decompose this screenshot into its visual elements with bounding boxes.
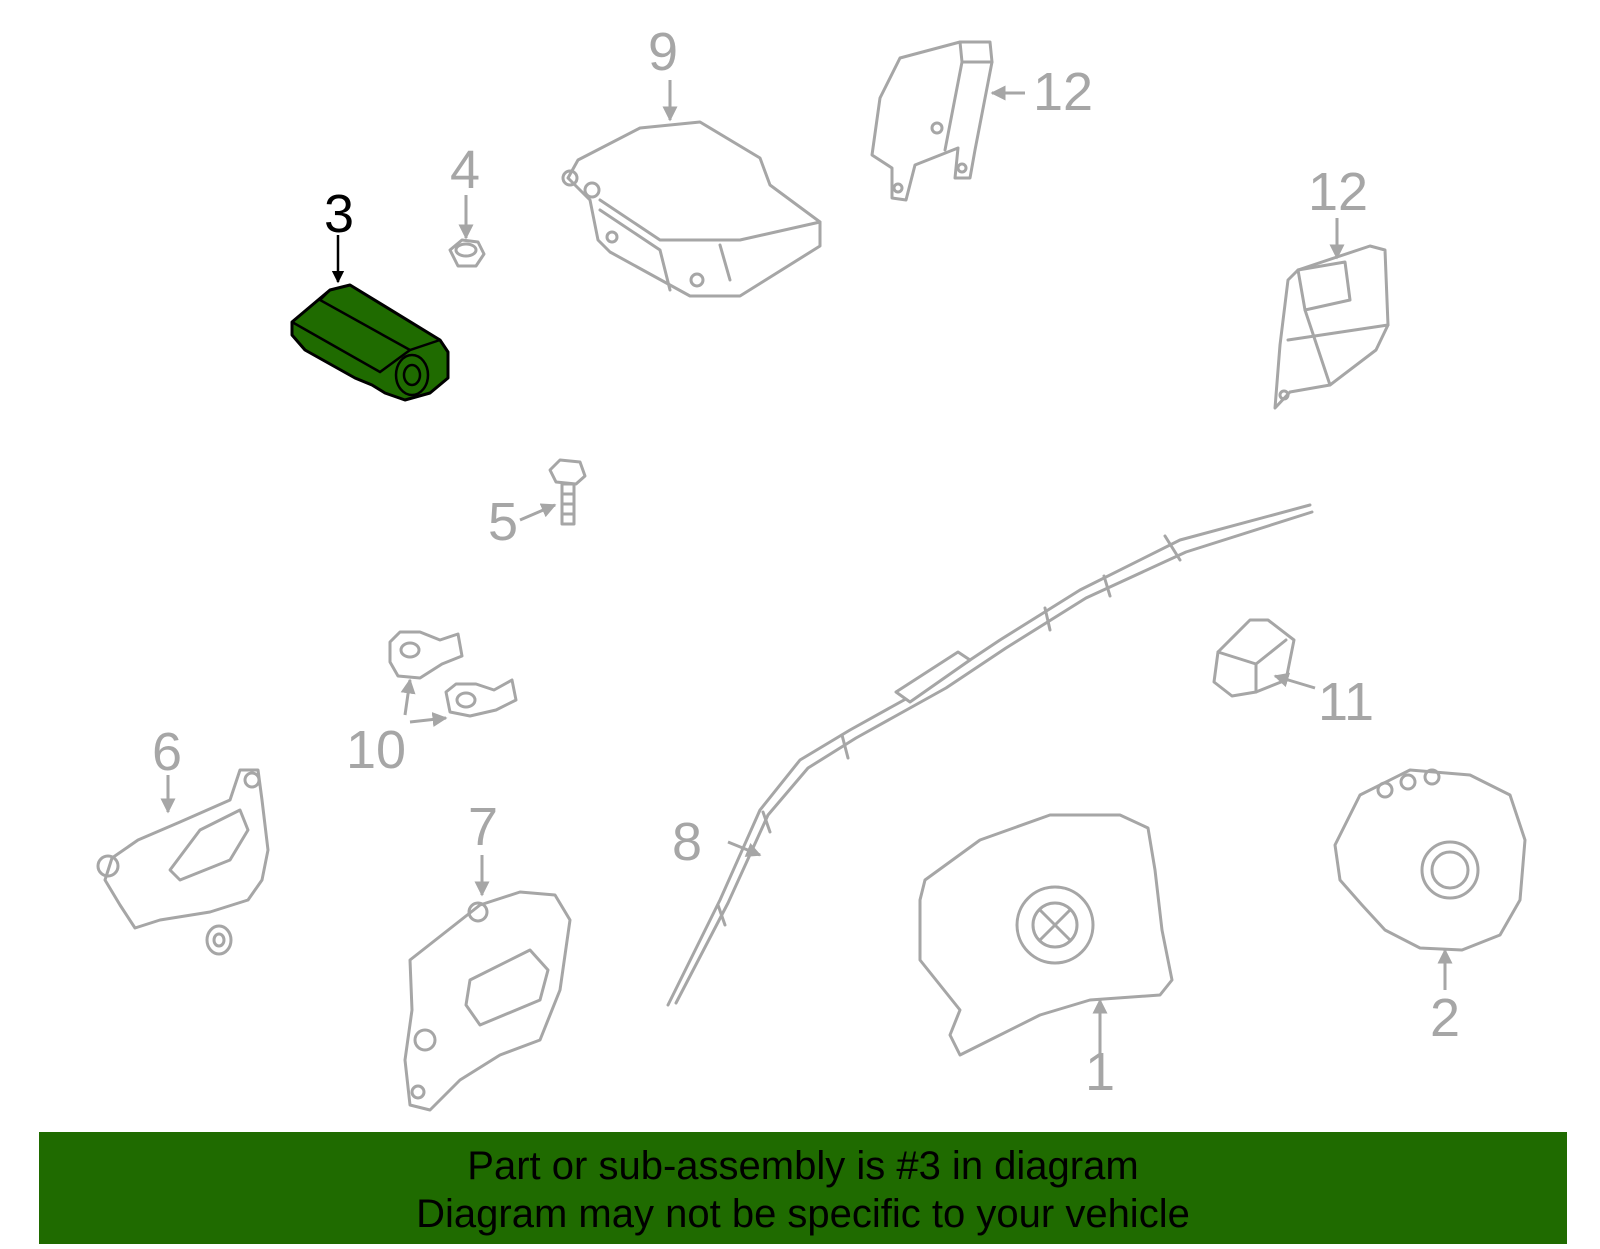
part-9-control-module[interactable]: [561, 120, 822, 298]
callout-1[interactable]: 1: [1085, 1042, 1115, 1102]
part-5-bolt[interactable]: [548, 458, 587, 526]
part-6-side-airbag[interactable]: [96, 768, 270, 956]
part-4-nut[interactable]: [448, 238, 486, 268]
leader-11: [1273, 672, 1316, 690]
part-7-bracket[interactable]: [403, 890, 572, 1112]
part-10-sensors[interactable]: [388, 630, 518, 718]
part-2-steering-airbag[interactable]: [1333, 768, 1527, 952]
part-3-airbag-module-highlighted[interactable]: [290, 283, 450, 402]
callout-8[interactable]: 8: [672, 812, 702, 872]
part-8-curtain-airbag[interactable]: [666, 503, 1314, 1007]
callout-2[interactable]: 2: [1430, 988, 1460, 1048]
callout-10[interactable]: 10: [346, 720, 406, 780]
callout-5[interactable]: 5: [488, 492, 518, 552]
leader-8: [727, 840, 762, 857]
callout-12-right[interactable]: 12: [1308, 162, 1368, 222]
callout-11[interactable]: 11: [1318, 672, 1374, 732]
callout-9[interactable]: 9: [648, 22, 678, 82]
callout-3[interactable]: 3: [324, 184, 354, 244]
callout-7[interactable]: 7: [468, 797, 498, 857]
banner-line-2: Diagram may not be specific to your vehi…: [416, 1192, 1190, 1236]
callout-12-top[interactable]: 12: [1033, 62, 1093, 122]
info-banner: Part or sub-assembly is #3 in diagram Di…: [39, 1132, 1567, 1244]
part-1-steering-airbag[interactable]: [918, 813, 1174, 1057]
part-11-sensor[interactable]: [1212, 618, 1296, 698]
leader-10a: [400, 678, 416, 716]
leader-10b: [409, 712, 448, 727]
callout-4[interactable]: 4: [450, 140, 480, 200]
part-12-bracket-top[interactable]: [870, 40, 994, 202]
banner-line-1: Part or sub-assembly is #3 in diagram: [467, 1144, 1139, 1188]
part-12-bracket-right[interactable]: [1273, 244, 1390, 410]
callout-6[interactable]: 6: [152, 722, 182, 782]
leader-5: [519, 503, 557, 522]
